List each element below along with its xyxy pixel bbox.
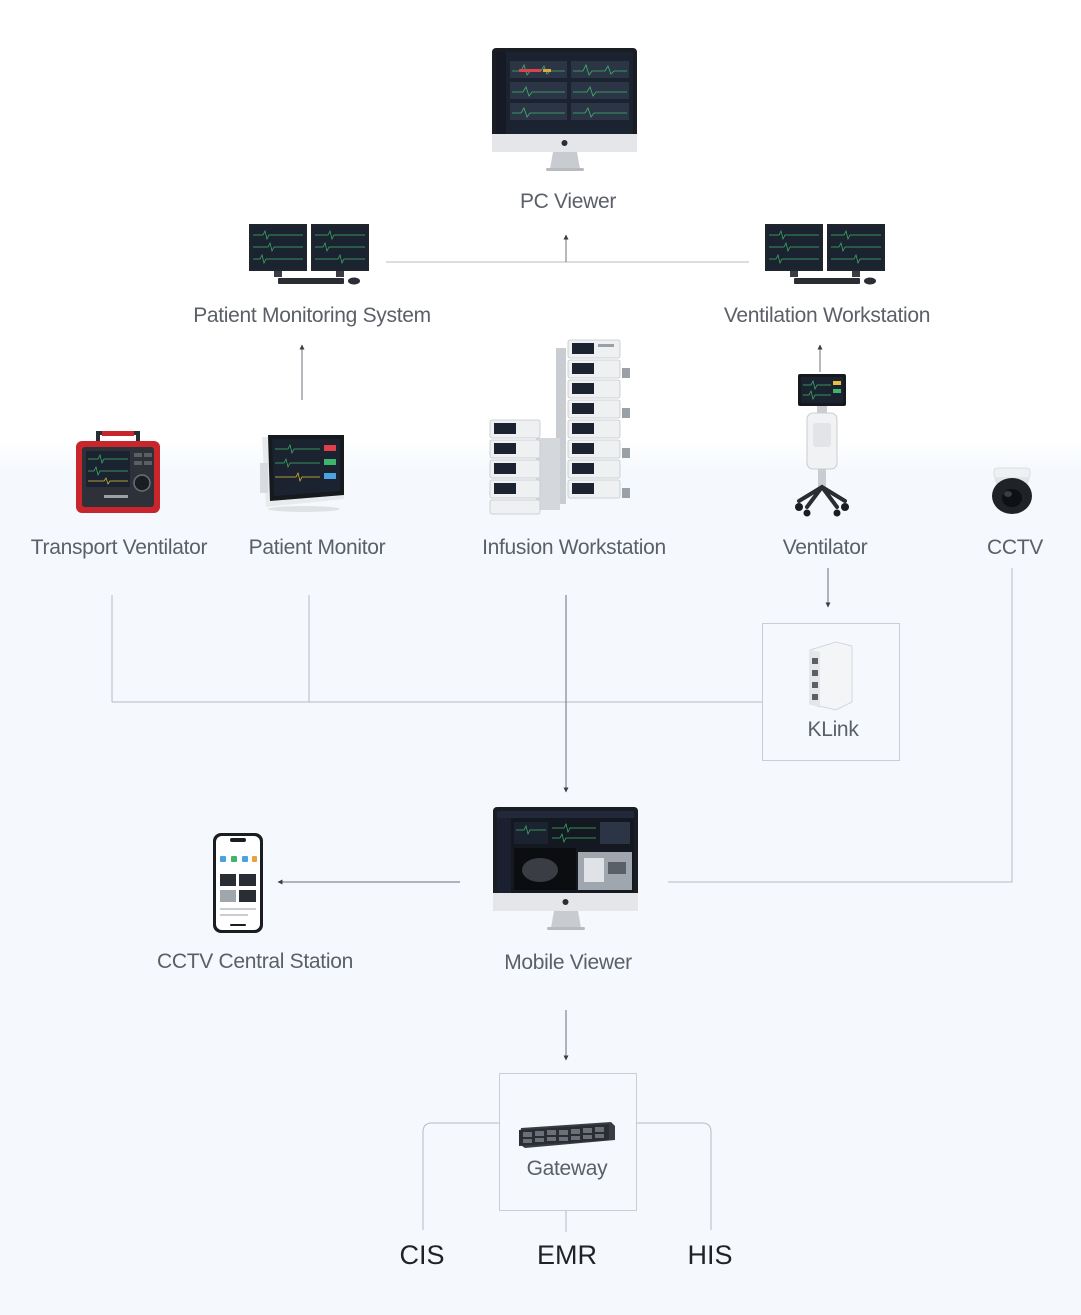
infusion-pump-stack-icon: [489, 339, 630, 515]
klink-label: KLink: [807, 718, 859, 741]
ventilation-workstation-label: Ventilation Workstation: [723, 304, 931, 327]
dual-monitor-icon: [249, 224, 369, 285]
klink-hub-icon: [809, 641, 853, 711]
line-gateway-his: [636, 1122, 712, 1230]
pc-viewer-label: PC Viewer: [519, 190, 617, 213]
cis-label: CIS: [399, 1240, 445, 1270]
ventilator-label: Ventilator: [782, 536, 868, 559]
imac-icon: [493, 807, 638, 930]
gateway-label: Gateway: [526, 1157, 608, 1180]
cctv-label: CCTV: [987, 536, 1043, 559]
patient-monitor-label: Patient Monitor: [248, 536, 386, 559]
transport-ventilator-label: Transport Ventilator: [30, 536, 208, 559]
klink-box: [762, 623, 900, 761]
patient-monitor-icon: [260, 435, 344, 512]
cctv-central-station-label: CCTV Central Station: [157, 950, 353, 973]
mobile-viewer-label: Mobile Viewer: [504, 951, 632, 974]
ventilator-cart-icon: [795, 374, 849, 517]
imac-icon: [492, 48, 637, 171]
infusion-workstation-label: Infusion Workstation: [482, 536, 666, 559]
patient-monitoring-system-label: Patient Monitoring System: [193, 304, 431, 327]
his-label: HIS: [687, 1240, 733, 1270]
line-cctv: [668, 568, 1013, 883]
line-gateway-cis: [422, 1122, 499, 1230]
rack-server-icon: [519, 1122, 615, 1148]
transport-ventilator-icon: [76, 431, 160, 513]
dome-camera-icon: [992, 467, 1032, 514]
gateway-box: [499, 1073, 637, 1211]
emr-label: EMR: [537, 1240, 597, 1270]
dual-monitor-icon: [765, 224, 885, 285]
smartphone-icon: [213, 833, 263, 933]
